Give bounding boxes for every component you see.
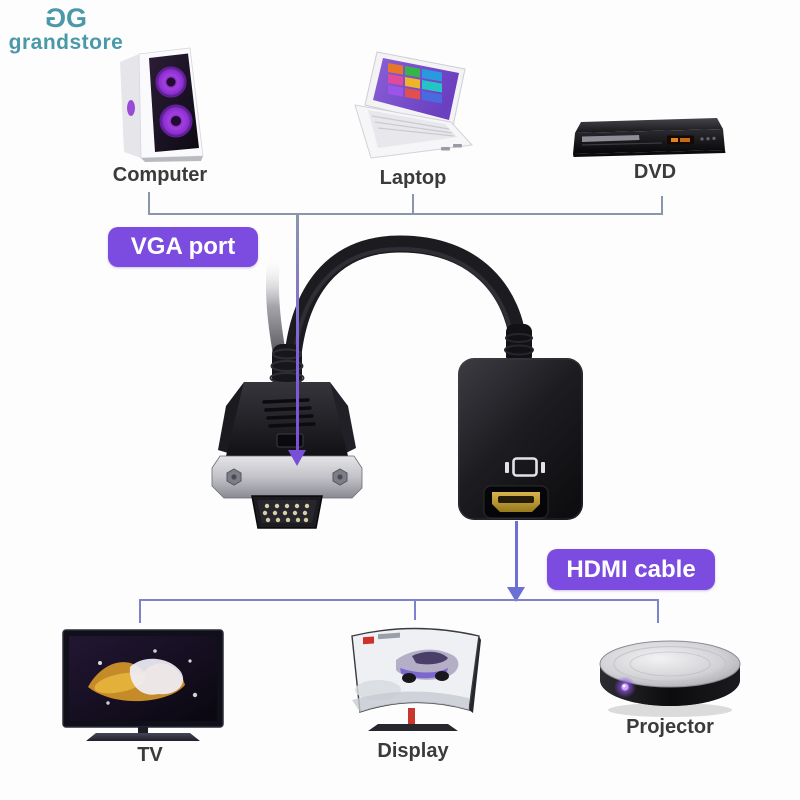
bottom-bracket-stub-tv	[139, 599, 141, 623]
display-base	[368, 724, 458, 731]
display-digits	[680, 138, 690, 142]
projector-label: Projector	[626, 716, 714, 738]
projector-shadow	[608, 703, 732, 717]
brand-name: grandstore	[8, 31, 124, 54]
brand-logo: GG grandstore	[6, 3, 126, 54]
bottom-bracket-stub-projector	[657, 599, 659, 623]
top-bracket-stub-laptop	[412, 194, 414, 214]
top-bracket-stub-dvd	[661, 196, 663, 214]
vga-arrowhead-icon	[288, 450, 306, 466]
cable-arch	[283, 235, 528, 373]
top-bracket-line	[148, 213, 663, 215]
adapter-body	[458, 358, 583, 520]
game-logo	[363, 636, 374, 645]
bottom-bracket-line	[139, 599, 659, 601]
hdmi-arrow	[515, 521, 518, 589]
hdmi-cable-badge: HDMI cable	[547, 549, 715, 590]
projector-illustration	[599, 640, 741, 717]
display-stem	[408, 708, 415, 725]
adapter-product-photo	[211, 235, 583, 529]
dvd-front-face	[573, 129, 725, 154]
dvd-button	[712, 136, 716, 140]
brand-monogram: GG	[6, 3, 126, 33]
computer-label: Computer	[112, 164, 208, 186]
start-tiles	[388, 63, 442, 104]
hdmi-out-icon	[505, 457, 545, 477]
computer-illustration	[120, 47, 204, 162]
hdmi-badge-label: HDMI cable	[566, 555, 696, 583]
mirrored-g-glyph: G	[47, 3, 66, 33]
dvd-label: DVD	[633, 161, 677, 183]
laptop-illustration	[354, 51, 474, 159]
laptop-label: Laptop	[379, 167, 447, 189]
dvd-button	[706, 137, 710, 141]
dvd-top-face	[575, 118, 723, 133]
disc-tray	[582, 135, 640, 142]
projector-top-plate	[599, 640, 741, 688]
dvd-button	[700, 137, 704, 141]
laptop-port	[441, 147, 450, 151]
power-light	[127, 100, 135, 116]
tray-slot	[581, 142, 663, 146]
fan-hub	[171, 116, 181, 126]
display-digits	[671, 138, 678, 142]
projector-lens	[621, 683, 629, 691]
top-bracket-stub-computer	[148, 192, 150, 214]
laptop-port	[453, 144, 462, 148]
tv-label: TV	[137, 744, 163, 766]
hdmi-arrowhead-icon	[507, 587, 525, 602]
fan-hub	[166, 77, 176, 87]
tv-illustration	[62, 629, 224, 741]
g-glyph: G	[66, 3, 87, 33]
tower-base	[141, 156, 203, 162]
dvd-base	[573, 150, 726, 157]
vga-metal-flange	[211, 455, 363, 499]
vga-arrow	[296, 214, 299, 452]
display-label: Display	[377, 740, 449, 762]
dvd-illustration	[573, 118, 726, 157]
vga-badge-label: VGA port	[130, 233, 236, 260]
hdmi-adapter	[458, 324, 583, 520]
vga-connector	[211, 344, 363, 529]
hdmi-port-slot	[498, 496, 534, 503]
bottom-bracket-stub-display	[414, 599, 416, 620]
vga-pins	[262, 503, 310, 523]
vga-port-badge: VGA port	[108, 227, 258, 267]
tv-stand	[86, 733, 200, 741]
cable-highlight	[292, 246, 515, 361]
display-illustration	[351, 627, 481, 731]
tv-neck	[138, 727, 148, 733]
